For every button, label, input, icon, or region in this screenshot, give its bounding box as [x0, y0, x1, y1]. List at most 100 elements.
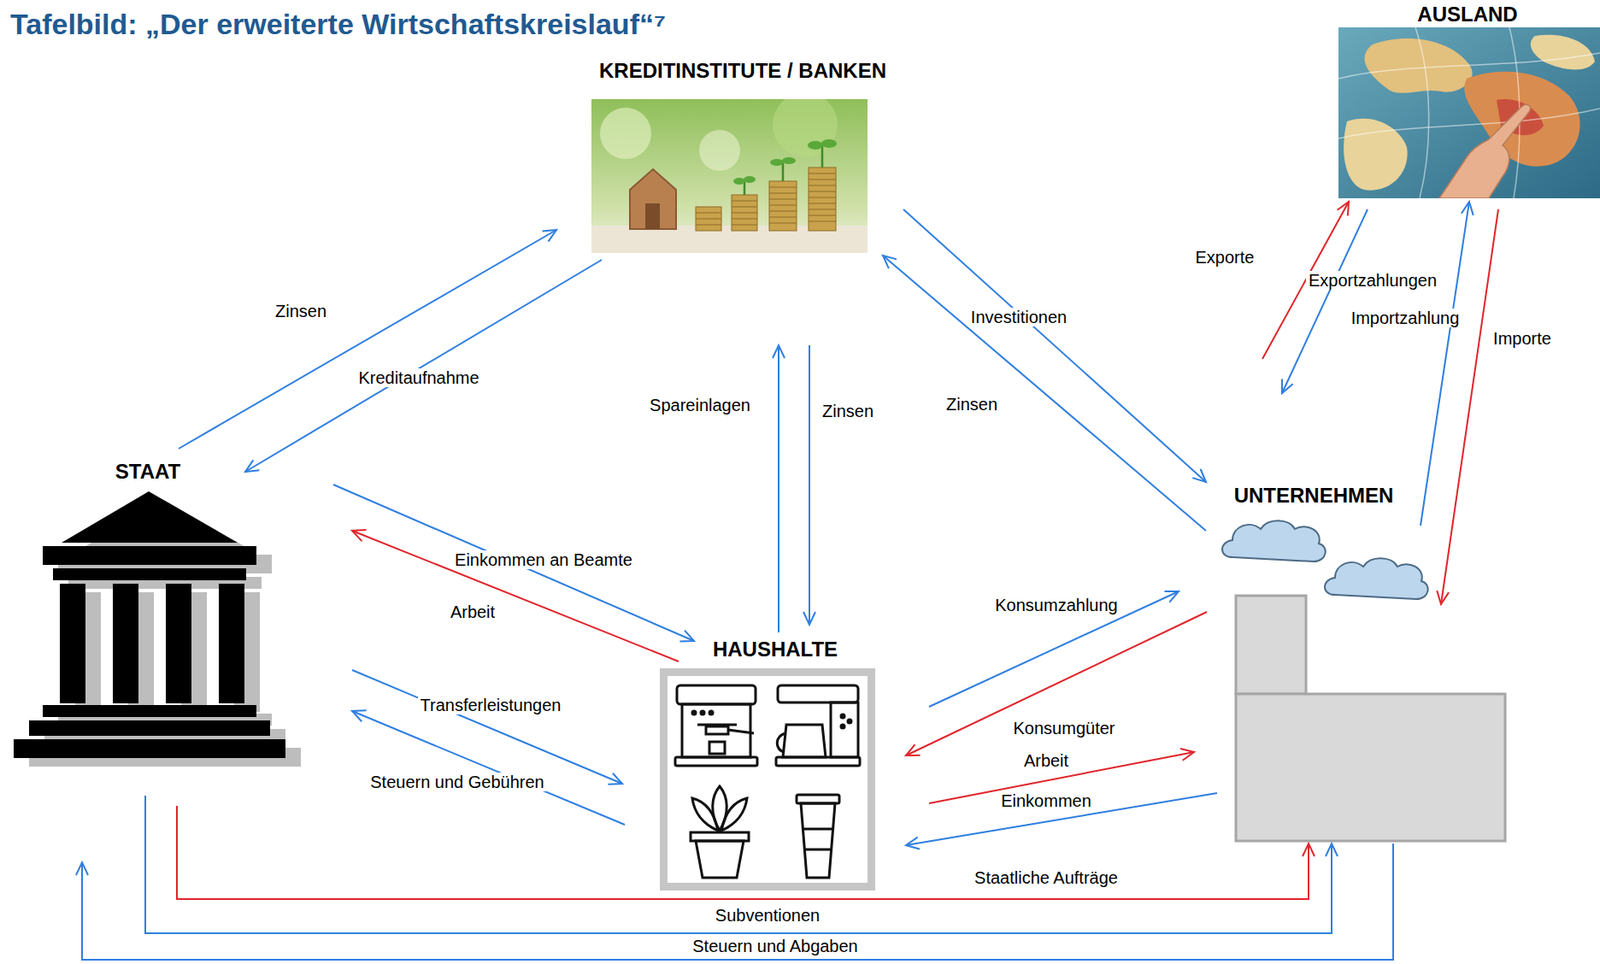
diagram-title: Tafelbild: „Der erweiterte Wirtschaftskr… [10, 6, 666, 42]
arrow-head [1282, 378, 1294, 394]
flow-line [777, 345, 780, 633]
flow-line [929, 591, 1179, 707]
flow-arrow [1282, 209, 1368, 394]
temple [13, 491, 286, 759]
flow-arrow [76, 843, 1394, 960]
flow-label: Steuern und Abgaben [689, 936, 861, 956]
arrow-head [245, 459, 259, 472]
flow-arrow [905, 611, 1207, 756]
globe-picture [1338, 27, 1600, 199]
arrow-head [679, 630, 695, 642]
flow-label: Konsumzahlung [992, 595, 1120, 615]
flow-label: Investitionen [968, 307, 1070, 327]
flow-arrow [772, 345, 785, 633]
arrow-head [607, 773, 623, 785]
sector-heading: UNTERNEHMEN [1234, 484, 1395, 507]
flow-arrow [352, 529, 679, 662]
flow-label: Steuern und Gebühren [367, 772, 548, 792]
arrow-head [803, 611, 816, 625]
flow-label: Exporte [1193, 247, 1258, 267]
flow-arrow [245, 259, 602, 472]
flow-label: Staatliche Aufträge [971, 868, 1121, 888]
arrow-head [1302, 843, 1315, 857]
flow-line [178, 229, 557, 449]
sector-heading: HAUSHALTE [712, 638, 838, 661]
arrow-head [1325, 843, 1338, 857]
sprouts [733, 139, 837, 195]
arrow-head [542, 229, 557, 242]
flow-label: Spareinlagen [647, 395, 753, 415]
factory-picture [1213, 512, 1513, 847]
flow-arrow [1436, 209, 1499, 605]
flow-line [903, 209, 1206, 483]
arrow-head [882, 255, 897, 269]
arrow-head [352, 710, 367, 722]
pointing-hand [1439, 104, 1531, 199]
flow-line [176, 805, 1309, 900]
arrow-head [76, 862, 89, 876]
flow-label: Einkommen an Beamte [452, 550, 636, 570]
flow-arrow [929, 591, 1179, 707]
sector-node: STAAT [8, 457, 303, 767]
flow-label: Arbeit [1021, 751, 1071, 771]
flow-label: Arbeit [447, 602, 498, 622]
household-picture [659, 668, 876, 891]
flow-arrow [176, 805, 1315, 900]
plant-icon [690, 786, 749, 878]
sector-node: HAUSHALTE [659, 636, 876, 892]
flow-label: Einkommen [998, 791, 1095, 811]
sector-heading: AUSLAND [1417, 3, 1518, 26]
espresso-machine-icon [675, 685, 758, 766]
flow-line [808, 345, 811, 625]
arrow-head [905, 837, 920, 850]
arrow-head [1180, 748, 1195, 761]
flow-line [245, 259, 602, 472]
flow-arrow [178, 229, 557, 449]
sector-node: KREDITINSTITUTE / BANKEN [588, 58, 897, 255]
smoke-clouds [1222, 520, 1429, 600]
coffee-cup-icon [796, 794, 840, 878]
flow-arrow [1420, 201, 1474, 526]
flow-arrow [145, 795, 1338, 934]
flow-line [1420, 201, 1470, 526]
flow-arrow [352, 710, 625, 825]
flow-label: Kreditaufnahme [355, 368, 482, 388]
flow-line [882, 255, 1206, 531]
flow-label: Zinsen [272, 301, 330, 321]
household-frame [664, 672, 872, 888]
flow-arrow [333, 484, 695, 642]
temple-picture [10, 489, 306, 768]
flow-arrow [903, 209, 1206, 483]
factory-building [1235, 595, 1506, 842]
flow-line [82, 843, 1394, 960]
arrow-head [1164, 591, 1179, 603]
sector-node: AUSLAND [1335, 1, 1600, 199]
flow-line [145, 795, 1332, 934]
flow-label: Transferleistungen [417, 695, 565, 715]
flow-line [1282, 209, 1368, 394]
arrow-head [1436, 590, 1449, 605]
flow-line [352, 530, 679, 662]
bank-picture [591, 99, 868, 253]
sector-node: UNTERNEHMEN [1213, 482, 1513, 844]
flow-line [352, 711, 625, 825]
sector-heading: STAAT [115, 460, 181, 483]
flow-label: Konsumgüter [1011, 718, 1118, 738]
coin-stacks [695, 167, 836, 231]
flow-label: Importe [1490, 329, 1554, 348]
arrow-head [352, 529, 367, 542]
flow-arrow [882, 255, 1206, 531]
flow-line [905, 611, 1207, 756]
flow-label: Exportzahlungen [1305, 270, 1440, 290]
arrow-head [1337, 201, 1349, 217]
globe-map [1338, 27, 1600, 199]
bank-background [591, 99, 868, 253]
flow-label: Importzahlung [1348, 308, 1463, 328]
flow-label: Zinsen [819, 401, 877, 421]
flow-line [333, 484, 695, 642]
arrow-head [1461, 201, 1474, 216]
arrow-head [1192, 469, 1206, 483]
coffee-maker-icon [776, 685, 860, 766]
